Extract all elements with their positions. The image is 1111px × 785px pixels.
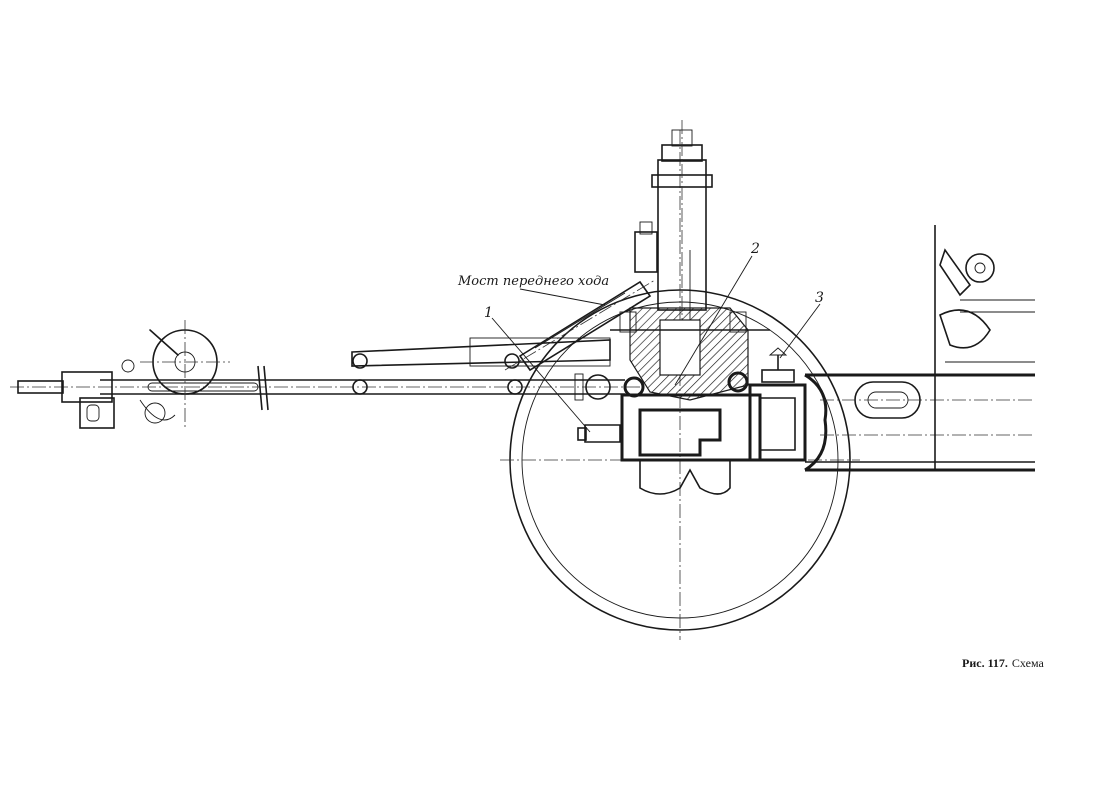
front-axle-arm xyxy=(504,279,656,372)
callout-3: 3 xyxy=(815,290,824,306)
figure-caption: Рис. 117. Схема xyxy=(962,656,1044,670)
drawbar xyxy=(10,365,640,429)
carriage-body xyxy=(577,371,762,495)
pivot-housing-section xyxy=(610,250,770,401)
right-housing xyxy=(748,347,807,462)
tie-rod xyxy=(351,337,611,401)
callout-1: 1 xyxy=(484,305,493,321)
handwheel xyxy=(121,320,230,430)
frame-rail xyxy=(804,373,1035,472)
leader-lines xyxy=(491,255,821,433)
front-axle-label: Мост переднего хода xyxy=(457,274,609,289)
figure-number: Рис. 117. xyxy=(962,656,1008,670)
callout-2: 2 xyxy=(750,241,760,257)
right-mechanism xyxy=(934,225,1035,470)
figure-title: Схема xyxy=(1012,656,1045,670)
